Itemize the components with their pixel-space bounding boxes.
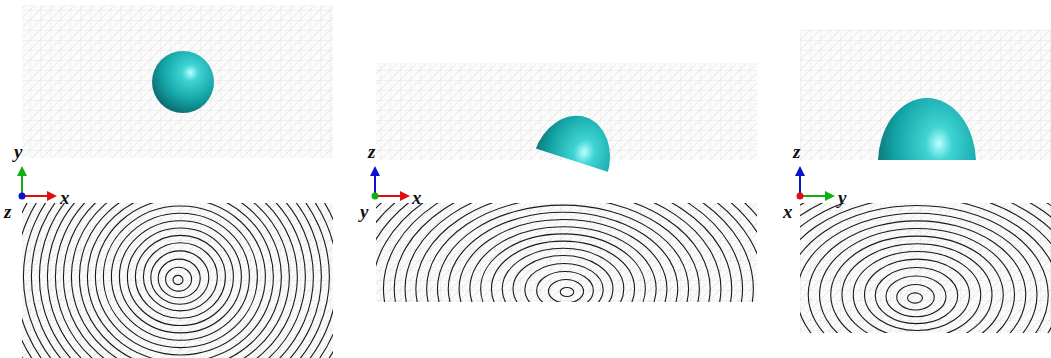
axis-label: z (793, 142, 800, 161)
axis-label: y (838, 188, 846, 207)
axis-label: x (60, 188, 70, 207)
droplet (152, 51, 214, 113)
droplet (520, 106, 622, 218)
axis-label: z (4, 202, 11, 221)
axis-label: x (412, 188, 422, 207)
contour-lines (22, 203, 333, 358)
contour-lines (376, 203, 757, 302)
mesh (800, 203, 1051, 333)
mesh (22, 5, 333, 158)
axis-label: x (783, 202, 793, 221)
axis-label: y (360, 202, 368, 221)
axis-triad (19, 168, 834, 200)
droplet (878, 98, 976, 160)
axis-label: y (14, 142, 22, 161)
axis-label: z (368, 142, 375, 161)
contour-lines (800, 203, 1051, 333)
